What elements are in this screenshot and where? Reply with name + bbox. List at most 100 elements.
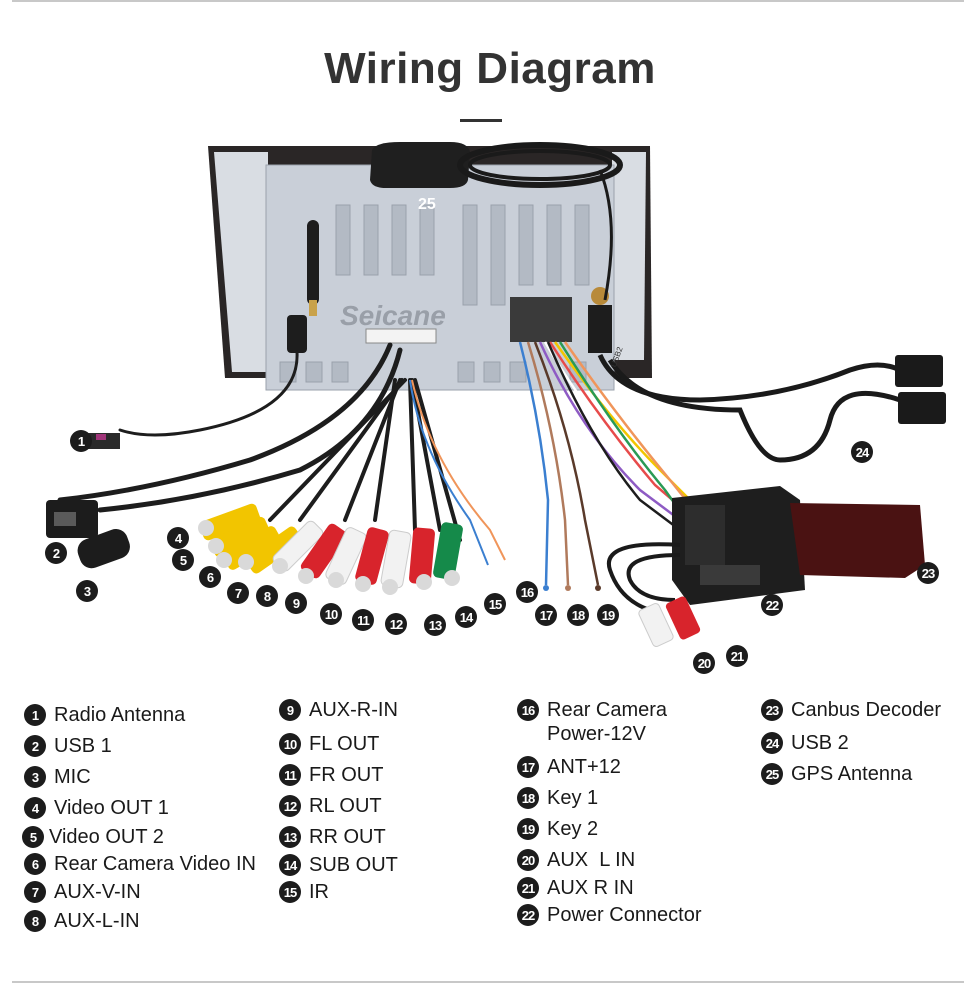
wiring-diagram-illustration: Seicane 25 (46, 142, 946, 647)
marker-3: 3 (76, 580, 98, 602)
legend-label: ANT+12 (547, 756, 621, 778)
rca-red-1 (298, 523, 348, 584)
mic-jack (77, 529, 130, 569)
marker-8: 8 (256, 585, 278, 607)
legend-badge: 17 (517, 756, 539, 778)
gps-marker-label: 25 (418, 196, 436, 213)
rca-green (433, 522, 463, 586)
legend-label: RL OUT (309, 795, 382, 817)
legend-badge: 4 (24, 797, 46, 819)
legend-item-6: 6 Rear Camera Video IN (24, 852, 256, 876)
marker-23: 23 (917, 562, 939, 584)
legend-badge: 10 (279, 733, 301, 755)
legend-badge: 5 (22, 826, 44, 848)
marker-1: 1 (70, 430, 92, 452)
rca-yellow-3 (216, 526, 282, 570)
legend-badge: 24 (761, 732, 783, 754)
legend-label: RR OUT (309, 826, 386, 848)
marker-4: 4 (167, 527, 189, 549)
legend-item-10: 10 FL OUT (279, 732, 379, 756)
legend-badge: 16 (517, 699, 539, 721)
gps-sma-jack (591, 287, 609, 305)
legend-label: AUX-R-IN (309, 699, 398, 721)
legend-badge: 6 (24, 853, 46, 875)
legend-item-2: 2 USB 1 (24, 734, 112, 758)
legend-badge: 15 (279, 881, 301, 903)
rca-white-1 (272, 520, 324, 574)
legend-item-12: 12 RL OUT (279, 794, 382, 818)
legend-label: USB 1 (54, 735, 112, 757)
marker-7: 7 (227, 582, 249, 604)
rca-aux-r-red (665, 596, 701, 640)
usb2-plug (588, 305, 612, 353)
legend-badge: 2 (24, 735, 46, 757)
marker-5: 5 (172, 549, 194, 571)
marker-19: 19 (597, 604, 619, 626)
legend-badge: 14 (279, 854, 301, 876)
marker-21: 21 (726, 645, 748, 667)
rca-yellow-2 (208, 516, 270, 558)
legend-badge: 21 (517, 877, 539, 899)
marker-15: 15 (484, 593, 506, 615)
rca-red-3 (409, 527, 435, 590)
legend-label: FL OUT (309, 733, 380, 755)
av-connector (365, 328, 437, 344)
legend-badge: 12 (279, 795, 301, 817)
legend-badge: 11 (279, 764, 301, 786)
marker-9: 9 (285, 592, 307, 614)
top-divider (12, 0, 964, 2)
marker-2: 2 (45, 542, 67, 564)
gps-antenna (370, 142, 623, 301)
rca-white-2 (325, 527, 367, 588)
bottom-divider (12, 981, 964, 983)
legend-label: Key 2 (547, 818, 599, 840)
wifi-antenna (307, 220, 319, 305)
legend-label: Video OUT 1 (54, 797, 169, 819)
legend-item-1: 1 Radio Antenna (24, 703, 185, 727)
legend-label: SUB OUT (309, 854, 398, 876)
usb2-cable (597, 353, 902, 463)
legend-item-14: 14 SUB OUT (279, 853, 398, 877)
legend-label: Radio Antenna (54, 704, 186, 726)
page-title: Wiring Diagram (324, 44, 656, 93)
canbus-decoder (790, 503, 925, 578)
aux-in-cable (606, 542, 681, 612)
legend-item-17: 17 ANT+12 (517, 755, 621, 779)
marker-18: 18 (567, 604, 589, 626)
marker-16: 16 (516, 581, 538, 603)
legend-badge: 13 (279, 826, 301, 848)
legend-badge: 1 (24, 704, 46, 726)
legend-label: Canbus Decoder (791, 699, 942, 721)
legend-badge: 3 (24, 766, 46, 788)
legend-badge: 8 (24, 910, 46, 932)
legend-badge: 18 (517, 787, 539, 809)
marker-20: 20 (693, 652, 715, 674)
ir-wire-blue (409, 379, 489, 566)
unit-side-left (214, 152, 268, 372)
legend-item-23: 23 Canbus Decoder (761, 698, 941, 722)
legend-item-15: 15 IR (279, 880, 329, 904)
legend-label: AUX L IN (547, 849, 636, 871)
legend-label: IR (309, 881, 329, 903)
vent-slots (335, 204, 590, 306)
radio-antenna-plug (86, 433, 120, 449)
legend-label: Rear Camera Video IN (54, 853, 256, 875)
marker-11: 11 (352, 609, 374, 631)
legend-label: GPS Antenna (791, 763, 913, 785)
usb2-plug-b (898, 392, 946, 424)
legend-label: Video OUT 2 (49, 826, 164, 848)
rca-red-2 (355, 527, 389, 592)
legend-badge: 23 (761, 699, 783, 721)
legend-badge: 19 (517, 818, 539, 840)
radio-antenna-jack (287, 315, 307, 353)
legend-badge: 22 (517, 904, 539, 926)
usb2-plug-a (895, 355, 943, 387)
legend-label: FR OUT (309, 764, 384, 786)
marker-17: 17 (535, 604, 557, 626)
legend-badge: 25 (761, 763, 783, 785)
